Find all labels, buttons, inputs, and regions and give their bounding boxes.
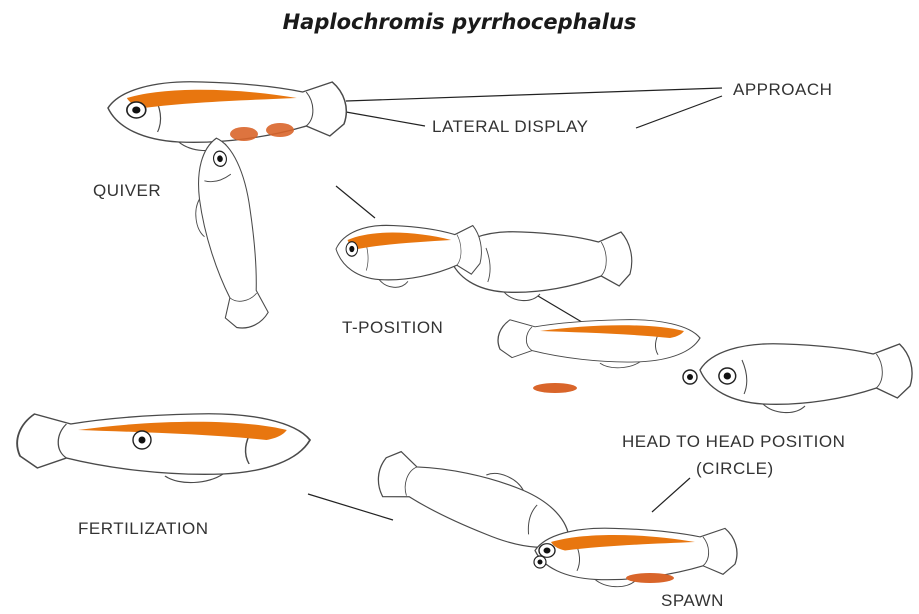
label-quiver: QUIVER [93,181,161,201]
label-head-to-head: HEAD TO HEAD POSITION [622,432,845,452]
label-lateral-display: LATERAL DISPLAY [432,117,588,137]
female-fish-quiver [183,135,271,334]
label-t-position: T-POSITION [342,318,443,338]
label-fertilization: FERTILIZATION [78,519,209,539]
label-approach: APPROACH [733,80,832,100]
label-spawn: SPAWN [661,591,724,611]
egg-spot [230,127,258,141]
male-fish-head-to-head [498,320,700,368]
label-circle: (CIRCLE) [696,459,774,479]
male-fish-fertilization [17,414,310,483]
male-fish-approach [108,82,346,151]
egg-spot [626,573,674,583]
egg-spot [266,123,294,137]
connector-lines [308,88,722,520]
egg-spot [533,383,577,393]
female-fish-head-to-head [700,344,912,413]
male-fish-t-position [336,225,481,287]
